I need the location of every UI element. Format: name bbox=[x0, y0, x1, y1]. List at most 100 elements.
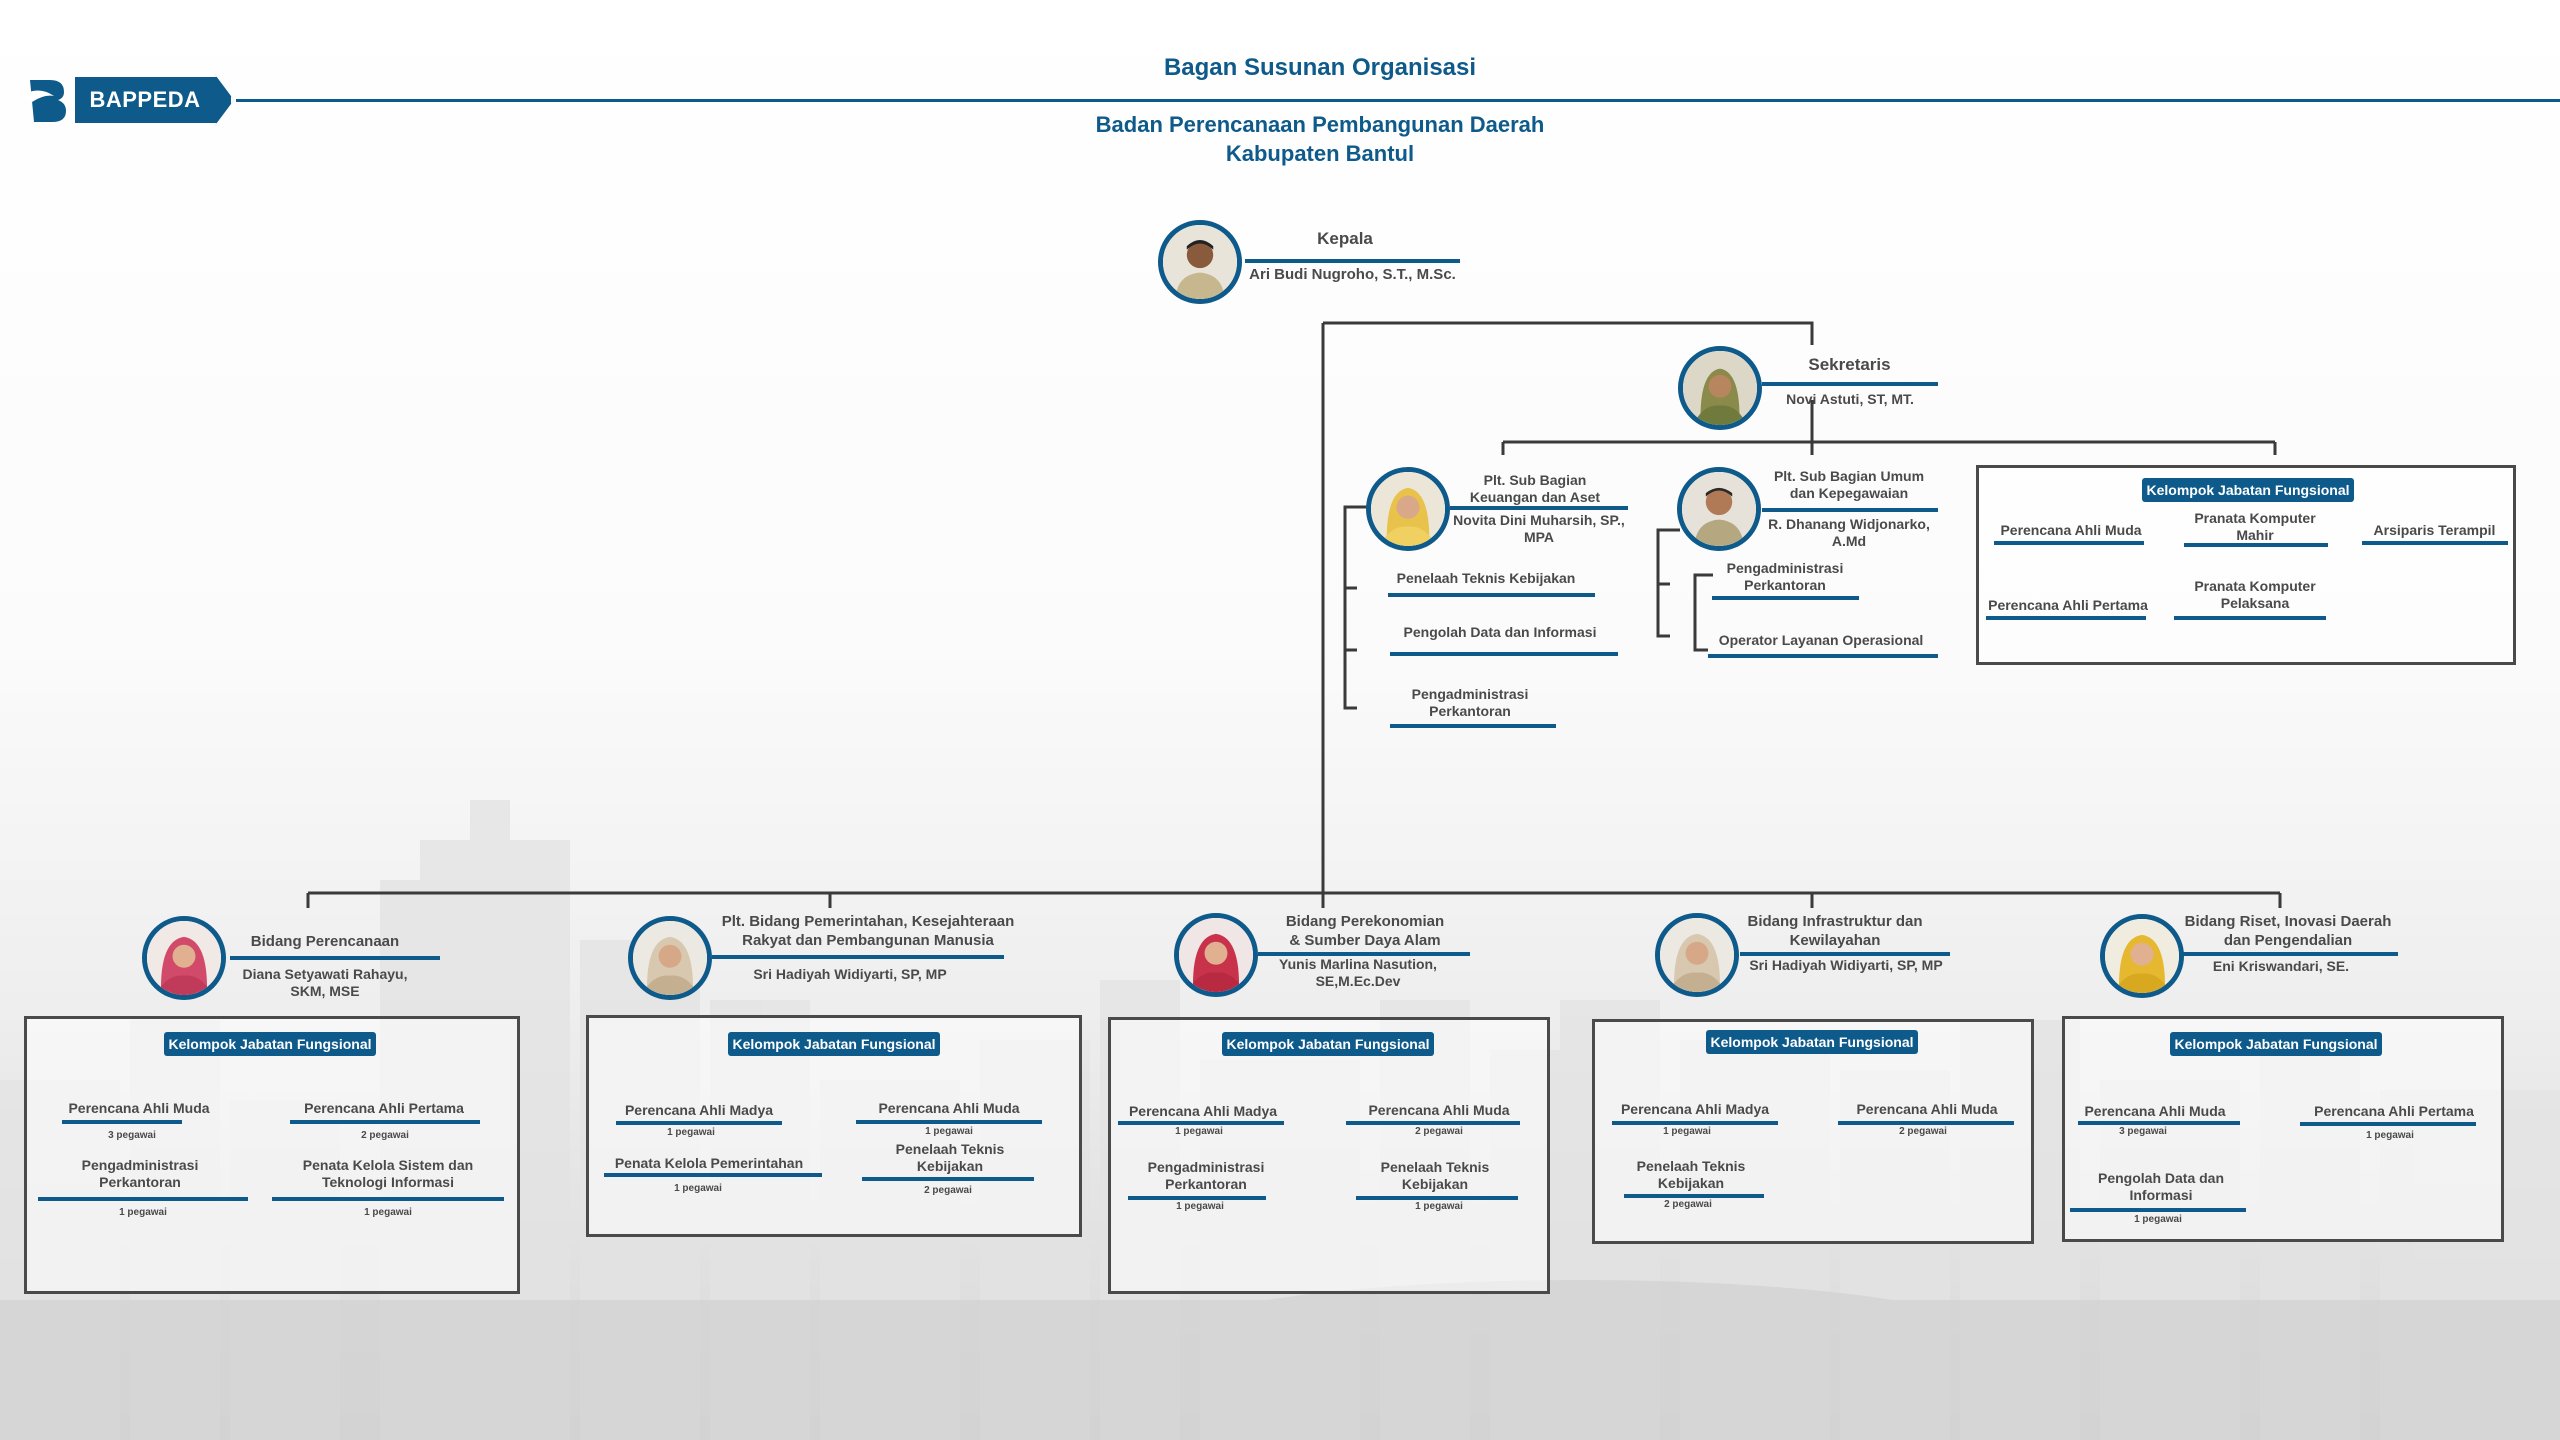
perekonomian-item-1: Perencana Ahli Madya bbox=[1128, 1103, 1278, 1119]
riset-item-2-underline bbox=[2300, 1122, 2476, 1126]
perencanaan-item-1-underline bbox=[62, 1120, 182, 1124]
perencanaan-item-3-underline bbox=[38, 1197, 248, 1201]
riset-item-1-count: 3 pegawai bbox=[2119, 1126, 2167, 1137]
riset-item-3-count: 1 pegawai bbox=[2134, 1214, 2182, 1225]
pemerintahan-item-4-underline bbox=[862, 1177, 1034, 1181]
perekonomian-item-4: Penelaah Teknis Kebijakan bbox=[1380, 1159, 1490, 1192]
sekretariat-fungsional-badge: Kelompok Jabatan Fungsional bbox=[2142, 478, 2354, 502]
bidang-riset-name: Eni Kriswandari, SE. bbox=[2212, 958, 2350, 974]
sekretariat-fungsional-item-underline bbox=[2174, 616, 2326, 620]
infrastruktur-item-3: Penelaah Teknis Kebijakan bbox=[1636, 1158, 1746, 1191]
bidang-pemerintahan-fungsional-badge: Kelompok Jabatan Fungsional bbox=[728, 1032, 940, 1056]
bidang-perencanaan-avatar bbox=[142, 916, 226, 1000]
pemerintahan-item-2: Perencana Ahli Muda bbox=[878, 1100, 1020, 1116]
sekretariat-fungsional-item: Perencana Ahli Pertama bbox=[1988, 597, 2148, 613]
subbag-umum-role: Plt. Sub Bagian Umum dan Kepegawaian bbox=[1773, 468, 1925, 501]
subbag-keuangan-underline bbox=[1450, 506, 1628, 510]
subbag-umum-name: R. Dhanang Widjonarko, A.Md bbox=[1768, 516, 1930, 549]
sekretariat-fungsional-item: Perencana Ahli Muda bbox=[2000, 522, 2142, 538]
umum-staff-1-underline bbox=[1712, 596, 1859, 600]
perekonomian-item-2-underline bbox=[1346, 1121, 1520, 1125]
bidang-infrastruktur-fungsional-badge: Kelompok Jabatan Fungsional bbox=[1706, 1030, 1918, 1054]
sekretaris-underline bbox=[1762, 382, 1938, 386]
sekretaris-role: Sekretaris bbox=[1808, 355, 1891, 374]
subbag-keuangan-role: Plt. Sub Bagian Keuangan dan Aset bbox=[1469, 472, 1601, 505]
kepala-avatar bbox=[1158, 220, 1242, 304]
umum-staff-2-underline bbox=[1708, 654, 1938, 658]
pemerintahan-item-2-underline bbox=[856, 1120, 1042, 1124]
keuangan-staff-1: Penelaah Teknis Kebijakan bbox=[1396, 570, 1576, 586]
pemerintahan-item-4: Penelaah Teknis Kebijakan bbox=[895, 1141, 1005, 1174]
pemerintahan-item-4-count: 2 pegawai bbox=[924, 1185, 972, 1196]
riset-item-1: Perencana Ahli Muda bbox=[2084, 1103, 2226, 1119]
infrastruktur-item-2: Perencana Ahli Muda bbox=[1856, 1101, 1998, 1117]
subtitle-line2: Kabupaten Bantul bbox=[1225, 141, 1415, 166]
pemerintahan-item-1: Perencana Ahli Madya bbox=[624, 1102, 774, 1118]
sekretariat-fungsional-item-underline bbox=[1986, 616, 2146, 620]
bidang-perencanaan-fungsional-box bbox=[24, 1016, 520, 1294]
sekretariat-fungsional-item: Arsiparis Terampil bbox=[2373, 522, 2496, 538]
subbag-umum-avatar bbox=[1677, 467, 1761, 551]
pemerintahan-item-3-underline bbox=[604, 1173, 822, 1177]
infrastruktur-item-1-underline bbox=[1612, 1121, 1778, 1125]
keuangan-staff-3-underline bbox=[1390, 724, 1556, 728]
bidang-infrastruktur-avatar bbox=[1655, 913, 1739, 997]
perencanaan-item-1-count: 3 pegawai bbox=[108, 1130, 156, 1141]
infrastruktur-item-2-underline bbox=[1838, 1121, 2014, 1125]
riset-item-2: Perencana Ahli Pertama bbox=[2314, 1103, 2474, 1119]
infrastruktur-item-2-count: 2 pegawai bbox=[1899, 1126, 1947, 1137]
header-divider bbox=[236, 99, 2560, 102]
bidang-perekonomian-name: Yunis Marlina Nasution, SE,M.Ec.Dev bbox=[1279, 956, 1437, 989]
riset-item-2-count: 1 pegawai bbox=[2366, 1130, 2414, 1141]
sekretariat-fungsional-item-underline bbox=[2362, 541, 2508, 545]
keuangan-staff-2-underline bbox=[1390, 652, 1618, 656]
infrastruktur-item-1-count: 1 pegawai bbox=[1663, 1126, 1711, 1137]
subbag-umum-underline bbox=[1762, 508, 1938, 512]
perekonomian-item-3-count: 1 pegawai bbox=[1176, 1201, 1224, 1212]
keuangan-staff-3: Pengadministrasi Perkantoran bbox=[1411, 686, 1529, 719]
bidang-perencanaan-underline bbox=[230, 956, 440, 960]
bidang-infrastruktur-fungsional-box bbox=[1592, 1019, 2034, 1244]
subtitle-line1: Badan Perencanaan Pembangunan Daerah bbox=[1095, 112, 1545, 137]
perekonomian-item-4-count: 1 pegawai bbox=[1415, 1201, 1463, 1212]
sekretariat-fungsional-item: Pranata Komputer Mahir bbox=[2194, 510, 2316, 543]
bidang-pemerintahan-underline bbox=[712, 955, 1004, 959]
page-title: Bagan Susunan Organisasi bbox=[1163, 54, 1477, 81]
bidang-perencanaan-role: Bidang Perencanaan bbox=[250, 933, 400, 950]
bidang-riset-fungsional-badge: Kelompok Jabatan Fungsional bbox=[2170, 1032, 2382, 1056]
perekonomian-item-4-underline bbox=[1356, 1196, 1518, 1200]
umum-staff-2: Operator Layanan Operasional bbox=[1718, 632, 1924, 648]
bappeda-logo: BAPPEDA bbox=[24, 74, 236, 126]
kepala-role: Kepala bbox=[1317, 229, 1373, 248]
bidang-pemerintahan-role: Plt. Bidang Pemerintahan, Kesejahteraan … bbox=[721, 913, 1015, 949]
perekonomian-item-2: Perencana Ahli Muda bbox=[1368, 1102, 1510, 1118]
perencanaan-item-1: Perencana Ahli Muda bbox=[68, 1100, 210, 1116]
perencanaan-item-2: Perencana Ahli Pertama bbox=[304, 1100, 464, 1116]
bidang-perencanaan-fungsional-badge: Kelompok Jabatan Fungsional bbox=[164, 1032, 376, 1056]
bidang-perencanaan-name: Diana Setyawati Rahayu, SKM, MSE bbox=[242, 966, 408, 999]
infrastruktur-item-3-count: 2 pegawai bbox=[1664, 1199, 1712, 1210]
perencanaan-item-4-count: 1 pegawai bbox=[364, 1207, 412, 1218]
perencanaan-item-2-count: 2 pegawai bbox=[361, 1130, 409, 1141]
perekonomian-item-1-underline bbox=[1118, 1121, 1284, 1125]
pemerintahan-item-1-count: 1 pegawai bbox=[667, 1127, 715, 1138]
subbag-keuangan-avatar bbox=[1366, 467, 1450, 551]
keuangan-staff-1-underline bbox=[1388, 593, 1595, 597]
pemerintahan-item-3: Penata Kelola Pemerintahan bbox=[614, 1155, 804, 1171]
bidang-perekonomian-fungsional-box bbox=[1108, 1017, 1550, 1294]
pemerintahan-item-2-count: 1 pegawai bbox=[925, 1126, 973, 1137]
bidang-infrastruktur-name: Sri Hadiyah Widiyarti, SP, MP bbox=[1749, 957, 1943, 973]
sekretariat-fungsional-item: Pranata Komputer Pelaksana bbox=[2194, 578, 2316, 611]
infrastruktur-item-3-underline bbox=[1624, 1194, 1764, 1198]
bidang-perekonomian-underline bbox=[1258, 952, 1470, 956]
sekretaris-avatar bbox=[1678, 346, 1762, 430]
umum-staff-1: Pengadministrasi Perkantoran bbox=[1726, 560, 1844, 593]
bidang-riset-avatar bbox=[2100, 914, 2184, 998]
logo-text: BAPPEDA bbox=[72, 74, 234, 126]
perekonomian-item-1-count: 1 pegawai bbox=[1175, 1126, 1223, 1137]
bidang-infrastruktur-underline bbox=[1740, 952, 1950, 956]
bidang-riset-role: Bidang Riset, Inovasi Daerah dan Pengend… bbox=[2184, 913, 2392, 949]
perencanaan-item-3-count: 1 pegawai bbox=[119, 1207, 167, 1218]
keuangan-staff-2: Pengolah Data dan Informasi bbox=[1403, 624, 1597, 640]
